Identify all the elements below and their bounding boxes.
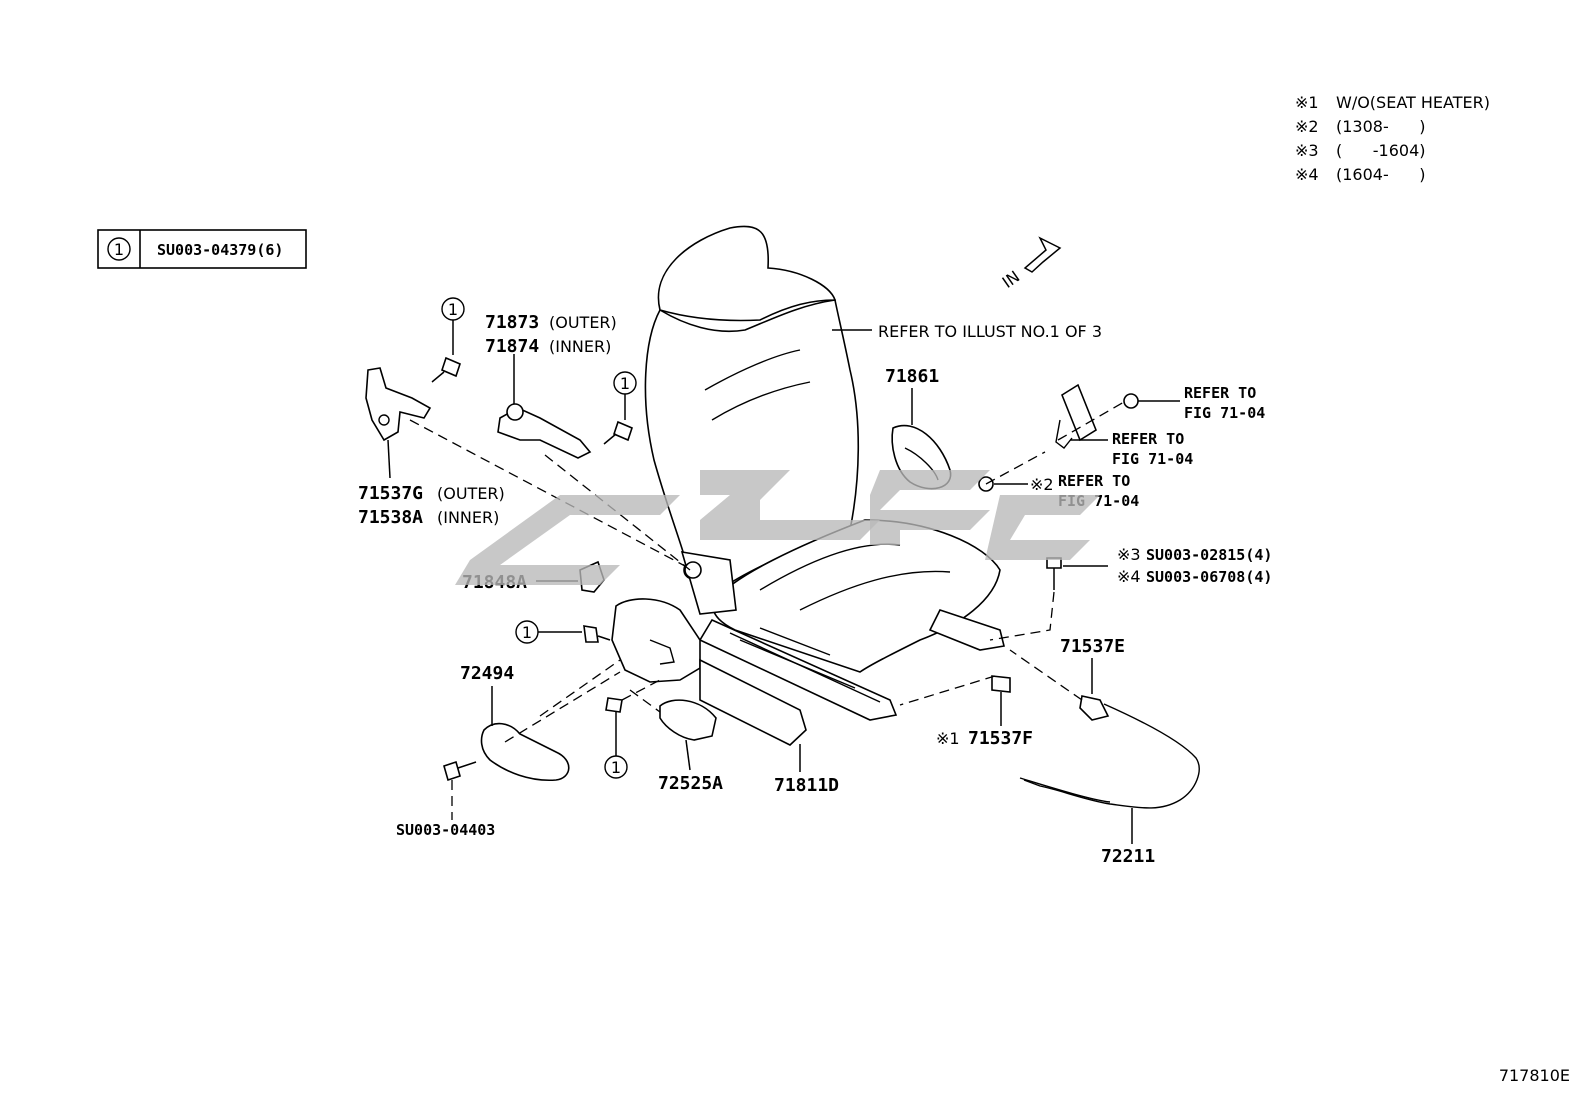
label-71538A-number: 71538A [358,507,423,528]
refer-fig-1b: FIG 71-04 [1184,404,1265,422]
label-71537G-number: 71537G [358,483,423,504]
label-note2-mark: ※2 [1030,475,1054,494]
callout-1c: 1 [522,623,532,642]
note-4-text: (1604- ) [1336,165,1426,184]
label-71537F-mark: ※1 [936,729,960,748]
part-71537G-bracket: 71537G (OUTER) 71538A (INNER) [358,367,686,567]
label-72525A: 72525A [658,773,723,794]
bolt-su003-04403: SU003-04403 [396,760,495,839]
watermark-logo [455,470,1100,585]
part-71537E: 71537E [1009,636,1125,721]
label-71861: 71861 [885,366,939,387]
refer-fig-2a: REFER TO [1112,430,1184,448]
part-bolt-note34: ※3 SU003-02815(4) ※4 SU003-06708(4) [989,545,1272,641]
notes-block: ※1 W/O(SEAT HEATER) ※2 (1308- ) ※3 ( -16… [1295,93,1490,184]
refer-seat-illust: REFER TO ILLUST NO.1 OF 3 [878,322,1102,341]
note-2-mark: ※2 [1295,117,1319,136]
label-71874-suffix: (INNER) [549,337,611,356]
part-side-cover [611,598,701,683]
part-buckle: REFER TO FIG 71-04 REFER TO FIG 71-04 [1055,383,1265,468]
note-4-mark: ※4 [1295,165,1319,184]
label-71537E: 71537E [1060,636,1125,657]
legend-box: 1 SU003-04379(6) [97,229,307,269]
part-72525A-handle: 72525A [629,689,723,794]
direction-label: IN [999,267,1024,292]
part-71873-cover: 71873 (OUTER) 71874 (INNER) [485,312,691,571]
part-71811D-railcover: 71811D [699,658,839,796]
label-72211: 72211 [1101,846,1155,867]
refer-fig-1a: REFER TO [1184,384,1256,402]
note-1-mark: ※1 [1295,93,1319,112]
label-su003-04403: SU003-04403 [396,821,495,839]
label-71537F-number: 71537F [968,728,1033,749]
diagram-id: 717810E [1499,1066,1570,1085]
label-72494: 72494 [460,663,514,684]
callout-1a: 1 [448,300,458,319]
part-71537F: ※1 71537F [899,675,1033,749]
label-71537G-suffix: (OUTER) [437,484,505,503]
bolt-callout-1c: 1 [515,620,611,644]
label-note3-mark: ※3 [1117,545,1141,564]
part-72494-cover: 72494 [460,659,621,782]
refer-fig-2b: FIG 71-04 [1112,450,1193,468]
refer-fig-3a: REFER TO [1058,472,1130,490]
legend-code: SU003-04379(6) [157,241,283,259]
label-71873-suffix: (OUTER) [549,313,617,332]
label-71874-number: 71874 [485,336,539,357]
label-71811D: 71811D [774,775,839,796]
seat-assembly [644,225,1005,721]
part-72211-wire: 72211 [1019,703,1200,867]
label-71538A-suffix: (INNER) [437,508,499,527]
label-note3-code: SU003-02815(4) [1146,546,1272,564]
label-71873-number: 71873 [485,312,539,333]
note-3-text: ( -1604) [1336,141,1426,160]
note-1-text: W/O(SEAT HEATER) [1336,93,1490,112]
legend-symbol: 1 [114,240,124,259]
bolt-callout-1b: 1 [603,371,637,445]
direction-arrow-icon: IN [999,236,1062,292]
callout-1b: 1 [620,374,630,393]
note-2-text: (1308- ) [1336,117,1426,136]
bolt-callout-1a: 1 [431,297,465,383]
label-note4-mark: ※4 [1117,567,1141,586]
callout-1d: 1 [611,758,621,777]
note-3-mark: ※3 [1295,141,1319,160]
label-note4-code: SU003-06708(4) [1146,568,1272,586]
bolt-callout-1d: 1 [604,679,661,779]
